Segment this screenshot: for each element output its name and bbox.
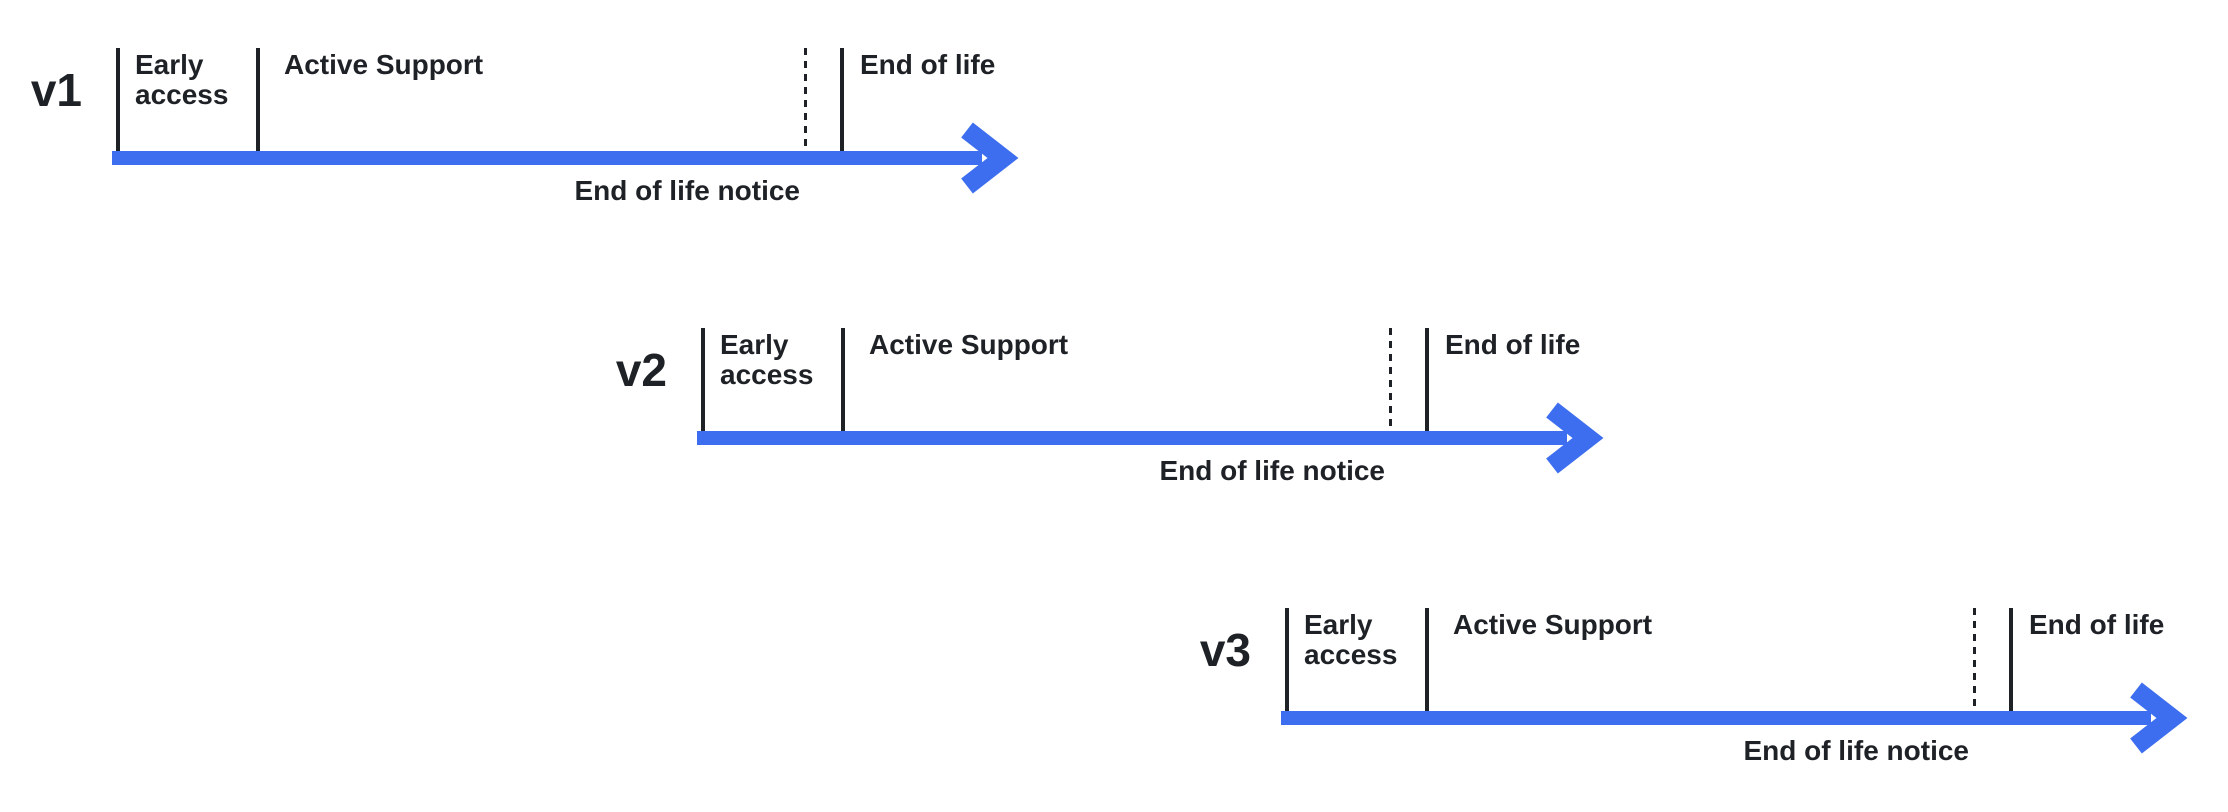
end-of-life-tick <box>2009 608 2013 712</box>
active-support-start-tick <box>841 328 845 432</box>
active-support-start-tick <box>256 48 260 152</box>
end-of-life-notice-label: End of life notice <box>574 175 800 206</box>
version-label-v1: v1 <box>30 64 82 116</box>
timeline-arrow <box>1281 682 2188 754</box>
timeline-v2: v2 Early access Active Support End of li… <box>616 328 1613 503</box>
active-support-start-tick <box>1425 608 1429 712</box>
timeline-v3: v3 Early access Active Support End of li… <box>1200 608 2197 783</box>
end-of-life-notice-dashed-line <box>804 48 807 148</box>
end-of-life-label: End of life <box>2029 609 2165 640</box>
early-access-label: Early access <box>135 49 229 110</box>
early-access-start-tick <box>701 328 705 432</box>
active-support-label: Active Support <box>284 49 484 80</box>
timeline-arrow <box>697 402 1604 474</box>
early-access-label: Early access <box>1304 609 1398 670</box>
active-support-label: Active Support <box>1453 609 1653 640</box>
active-support-label: Active Support <box>869 329 1069 360</box>
early-access-label: Early access <box>720 329 814 390</box>
end-of-life-notice-label: End of life notice <box>1743 735 1969 766</box>
end-of-life-notice-dashed-line <box>1389 328 1392 428</box>
end-of-life-notice-dashed-line <box>1973 608 1976 708</box>
early-access-start-tick <box>1285 608 1289 712</box>
end-of-life-tick <box>1425 328 1429 432</box>
version-label-v3: v3 <box>1199 624 1251 676</box>
end-of-life-label: End of life <box>860 49 996 80</box>
timeline-arrow <box>112 122 1019 194</box>
end-of-life-notice-label: End of life notice <box>1159 455 1385 486</box>
end-of-life-tick <box>840 48 844 152</box>
early-access-start-tick <box>116 48 120 152</box>
end-of-life-label: End of life <box>1445 329 1581 360</box>
timeline-v1: v1 Early access Active Support End of li… <box>31 48 1028 223</box>
version-label-v2: v2 <box>615 344 667 396</box>
